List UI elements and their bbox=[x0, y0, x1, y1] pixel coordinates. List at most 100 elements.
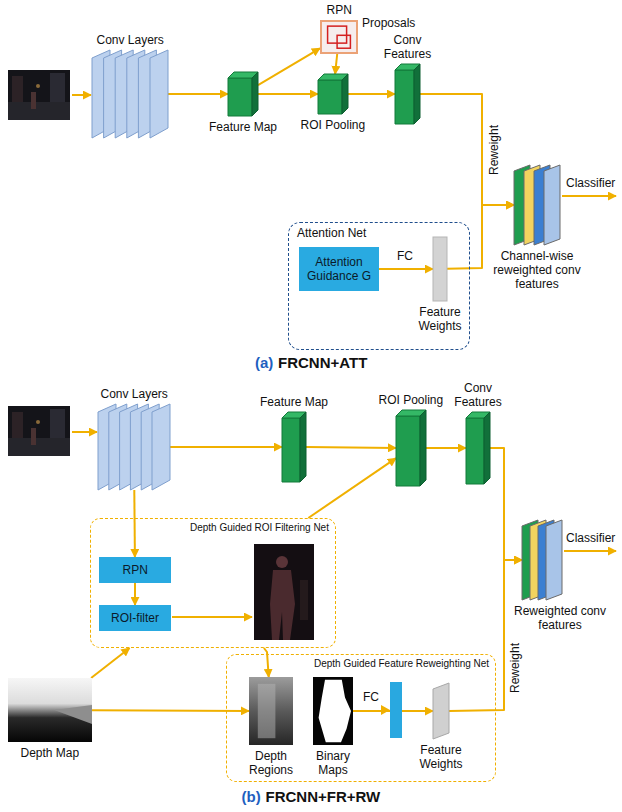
slab-side bbox=[414, 64, 420, 124]
node-label: Conv Layers bbox=[101, 387, 168, 401]
weight-bar: Feature Weights bbox=[433, 683, 449, 739]
node-label: Feature Map bbox=[209, 120, 277, 134]
node-label: Conv Layers bbox=[97, 33, 164, 47]
flow-arrow bbox=[335, 54, 337, 74]
flow-arrow bbox=[134, 583, 136, 605]
node-shape bbox=[320, 20, 358, 54]
classifier-label: Classifier bbox=[566, 531, 615, 545]
node-label: Conv Features bbox=[449, 381, 507, 409]
node-label: Attention Guidance G bbox=[305, 255, 373, 283]
slab-front bbox=[318, 80, 342, 114]
flow-arrow bbox=[308, 458, 396, 518]
node-label: ROI Pooling bbox=[379, 393, 444, 407]
photo-building bbox=[50, 73, 65, 102]
roi-person-head bbox=[276, 556, 288, 568]
depth-map-image: Depth Map bbox=[8, 678, 92, 742]
input-arrow bbox=[72, 431, 97, 433]
process-box: ROI-filter bbox=[99, 605, 171, 631]
feature-slab: ROI Pooling bbox=[396, 410, 426, 486]
depth-map bbox=[8, 678, 92, 742]
feature-slab: ROI Pooling bbox=[318, 74, 348, 114]
feature-channel bbox=[546, 520, 562, 600]
flow-arrow bbox=[420, 94, 514, 205]
binary-ground bbox=[313, 677, 353, 745]
feature-slab: Conv Features bbox=[466, 412, 490, 484]
filtered-roi-image bbox=[254, 544, 314, 640]
photo-building bbox=[50, 409, 65, 438]
photo-light bbox=[36, 84, 40, 88]
flow-arrow bbox=[258, 93, 318, 95]
slab-side bbox=[300, 412, 306, 482]
photo-building bbox=[12, 412, 23, 438]
flow-arrow bbox=[258, 48, 320, 85]
caption-title: FRCNN+ATT bbox=[278, 354, 367, 372]
conv-layer-stack: Conv Layers bbox=[98, 404, 170, 490]
node-label: Feature Weights bbox=[412, 743, 470, 771]
flow-arrow bbox=[426, 447, 466, 449]
node-shape bbox=[514, 165, 560, 245]
binary-map-image: Binary Maps bbox=[313, 677, 353, 745]
depth-region-near bbox=[258, 684, 276, 738]
slab-side bbox=[484, 412, 490, 484]
node-shape bbox=[522, 520, 562, 600]
node-shape bbox=[433, 237, 447, 301]
feature-slab: Conv Features bbox=[395, 64, 420, 124]
slab-side bbox=[420, 410, 426, 486]
node-label: Depth Regions bbox=[245, 749, 297, 777]
node-label: Depth Map bbox=[21, 746, 80, 760]
caption-tag: (b) bbox=[242, 788, 261, 806]
node-label: ROI Pooling bbox=[301, 118, 366, 132]
slab-side bbox=[342, 74, 348, 114]
reweighted-feature-stack: Channel-wise reweighted conv features bbox=[514, 165, 560, 245]
filter-arrow bbox=[172, 616, 252, 618]
depth-region-image: Depth Regions bbox=[249, 677, 293, 745]
fc-arrow-head bbox=[381, 705, 390, 715]
flow-arrow bbox=[91, 648, 130, 678]
photo-ground bbox=[8, 70, 70, 120]
roi-image-ground bbox=[254, 544, 314, 640]
node-label: Binary Maps bbox=[307, 749, 359, 777]
module-group: Depth Guided ROI Filtering NetRPNROI-fil… bbox=[90, 518, 336, 648]
flow-arrow bbox=[306, 446, 396, 449]
flow-arrow bbox=[170, 446, 282, 448]
node-label: Feature Map bbox=[260, 395, 328, 409]
node-shape bbox=[92, 50, 168, 138]
node-shape bbox=[466, 412, 490, 484]
flow-arrow bbox=[449, 560, 522, 711]
reweight-label: Reweight bbox=[508, 643, 522, 693]
module-group: Depth Guided Feature Reweighting NetDept… bbox=[226, 654, 496, 782]
street-photo bbox=[8, 70, 70, 120]
flow-arrow bbox=[133, 490, 136, 557]
binary-silhouette bbox=[319, 680, 351, 743]
photo-ground bbox=[8, 406, 70, 456]
node-shape bbox=[249, 677, 293, 745]
street-photo bbox=[8, 406, 70, 456]
feature-slab: Feature Map bbox=[282, 412, 306, 482]
group-heading: Attention Net bbox=[297, 226, 366, 240]
caption-title: FRCNN+FR+RW bbox=[266, 788, 381, 806]
weight-bar bbox=[433, 237, 447, 301]
depth-object bbox=[54, 705, 92, 724]
photo-light bbox=[36, 420, 40, 424]
conv-layer bbox=[150, 50, 168, 138]
node-shape bbox=[8, 678, 92, 742]
node-label: Conv Features bbox=[379, 33, 437, 61]
process-box: RPN bbox=[99, 557, 171, 583]
process-box: Attention Guidance G bbox=[299, 247, 379, 291]
classifier-arrow bbox=[562, 195, 616, 197]
node-shape bbox=[395, 64, 420, 124]
node-shape bbox=[433, 683, 449, 739]
caption-tag: (a) bbox=[255, 354, 273, 372]
reweight-label: Reweight bbox=[487, 125, 501, 175]
edge-label: FC bbox=[397, 249, 413, 263]
node-label: ROI-filter bbox=[111, 611, 159, 625]
photo-person bbox=[31, 428, 36, 445]
group-heading: Depth Guided Feature Reweighting Net bbox=[314, 658, 489, 670]
node-label: Proposals bbox=[362, 16, 415, 30]
slab-front bbox=[282, 418, 300, 482]
weight-bar: Feature Weights bbox=[433, 237, 447, 301]
node-shape bbox=[98, 404, 170, 490]
node-label: RPN bbox=[123, 563, 148, 577]
proposal-box bbox=[337, 35, 350, 48]
